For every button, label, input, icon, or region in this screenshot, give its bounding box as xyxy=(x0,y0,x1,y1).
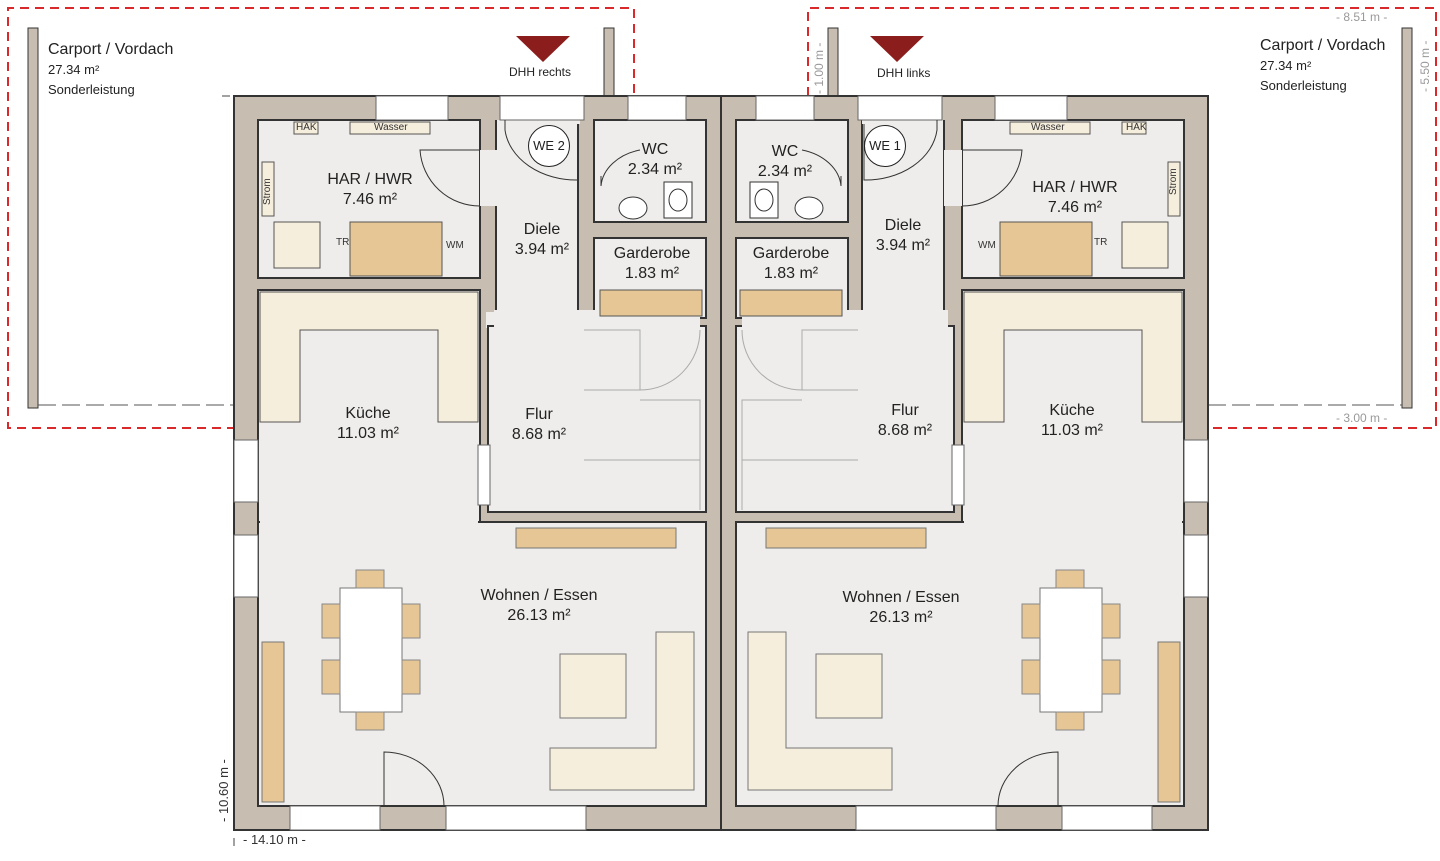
strom-label: Strom xyxy=(1168,168,1179,195)
carport-note: Sonderleistung xyxy=(48,82,135,97)
room-area: 7.46 m² xyxy=(342,191,398,208)
room-label-wc-left: WC 2.34 m² xyxy=(610,140,700,180)
room-area: 7.46 m² xyxy=(1047,199,1103,216)
wardrobe xyxy=(599,289,843,317)
room-name: Flur xyxy=(891,402,919,419)
wasser-label: Wasser xyxy=(1031,122,1065,133)
dimension-depth: - 10.60 m - xyxy=(216,759,231,822)
carport-note: Sonderleistung xyxy=(1260,78,1347,93)
carport-post xyxy=(27,27,39,409)
room-area: 2.34 m² xyxy=(627,161,683,178)
room-label-wohnen-right: Wohnen / Essen 26.13 m² xyxy=(826,588,976,628)
carport-label-right: Carport / Vordach 27.34 m² Sonderleistun… xyxy=(1260,36,1385,96)
room-area: 2.34 m² xyxy=(757,163,813,180)
utility-fixtures xyxy=(261,121,1181,277)
room-name: Diele xyxy=(884,217,922,234)
living-furniture xyxy=(261,527,1181,803)
room-area: 11.03 m² xyxy=(337,425,399,442)
room-name: Küche xyxy=(1049,402,1095,419)
dimension-carport-depth: - 5.50 m - xyxy=(1418,40,1432,92)
room-label-kueche-right: Küche 11.03 m² xyxy=(1022,401,1122,441)
kitchen-counters xyxy=(259,291,1183,423)
room-label-wohnen-left: Wohnen / Essen 26.13 m² xyxy=(464,586,614,626)
orientation-label-left: DHH rechts xyxy=(509,65,572,79)
dimension-carport-front: - 3.00 m - xyxy=(1336,411,1388,425)
room-area: 8.68 m² xyxy=(877,422,933,439)
room-label-kueche-left: Küche 11.03 m² xyxy=(318,404,418,444)
carport-title: Carport / Vordach xyxy=(48,41,174,58)
carport-label-left: Carport / Vordach 27.34 m² Sonderleistun… xyxy=(48,40,173,100)
room-label-garderobe-left: Garderobe 1.83 m² xyxy=(598,244,706,284)
room-area: 11.03 m² xyxy=(1041,422,1103,439)
hak-label: HAK xyxy=(1126,122,1147,133)
strom-label: Strom xyxy=(262,178,273,205)
room-label-wc-right: WC 2.34 m² xyxy=(740,142,830,182)
windows xyxy=(233,95,1209,831)
room-area: 26.13 m² xyxy=(507,607,571,624)
room-area: 3.94 m² xyxy=(514,241,570,258)
orientation-marker-icon xyxy=(516,36,570,62)
room-name: Wohnen / Essen xyxy=(842,589,960,606)
room-label-flur-left: Flur 8.68 m² xyxy=(494,405,584,445)
tr-label: TR xyxy=(336,237,350,248)
door-swings xyxy=(383,120,1059,807)
room-area: 8.68 m² xyxy=(511,426,567,443)
room-label-har-right: HAR / HWR 7.46 m² xyxy=(1010,178,1140,218)
hak-label: HAK xyxy=(296,122,317,133)
room-label-flur-right: Flur 8.68 m² xyxy=(860,401,950,441)
carport-title: Carport / Vordach xyxy=(1260,37,1386,54)
room-name: Flur xyxy=(525,406,553,423)
carport-area: 27.34 m² xyxy=(1260,58,1312,73)
carport-post xyxy=(603,27,615,97)
unit-marker-right: WE 1 xyxy=(864,125,906,167)
dimension-width: - 14.10 m - xyxy=(243,832,306,847)
room-name: Diele xyxy=(523,221,561,238)
room-label-diele-left: Diele 3.94 m² xyxy=(497,220,587,260)
dimension-lines xyxy=(222,95,235,846)
wm-label: WM xyxy=(446,240,464,251)
room-name: Garderobe xyxy=(752,245,830,262)
room-area: 1.83 m² xyxy=(624,265,680,282)
staircase xyxy=(584,329,858,510)
room-area: 26.13 m² xyxy=(869,609,933,626)
room-name: Garderobe xyxy=(613,245,691,262)
carport-post xyxy=(827,27,839,97)
room-name: WC xyxy=(641,141,669,158)
carport-area: 27.34 m² xyxy=(48,62,100,77)
room-label-garderobe-right: Garderobe 1.83 m² xyxy=(737,244,845,284)
tr-label: TR xyxy=(1094,237,1108,248)
orientation-marker-icon xyxy=(870,36,924,62)
orientation-label-right: DHH links xyxy=(877,66,931,80)
carport-outline-left xyxy=(7,7,635,429)
room-name: Wohnen / Essen xyxy=(480,587,598,604)
room-label-diele-right: Diele 3.94 m² xyxy=(858,216,948,256)
wasser-label: Wasser xyxy=(374,122,408,133)
dimension-carport-width: - 8.51 m - xyxy=(1336,10,1388,24)
room-name: Küche xyxy=(345,405,391,422)
room-name: HAR / HWR xyxy=(1032,179,1118,196)
room-area: 1.83 m² xyxy=(763,265,819,282)
dining-chairs xyxy=(321,569,1121,731)
room-area: 3.94 m² xyxy=(875,237,931,254)
dimension-overhang: - 1.00 m - xyxy=(812,42,826,94)
room-label-har-left: HAR / HWR 7.46 m² xyxy=(305,170,435,210)
wm-label: WM xyxy=(978,240,996,251)
room-name: HAR / HWR xyxy=(327,171,413,188)
wc-fixtures xyxy=(618,181,824,220)
carport-post xyxy=(1401,27,1413,409)
unit-marker-left: WE 2 xyxy=(528,125,570,167)
room-name: WC xyxy=(771,143,799,160)
